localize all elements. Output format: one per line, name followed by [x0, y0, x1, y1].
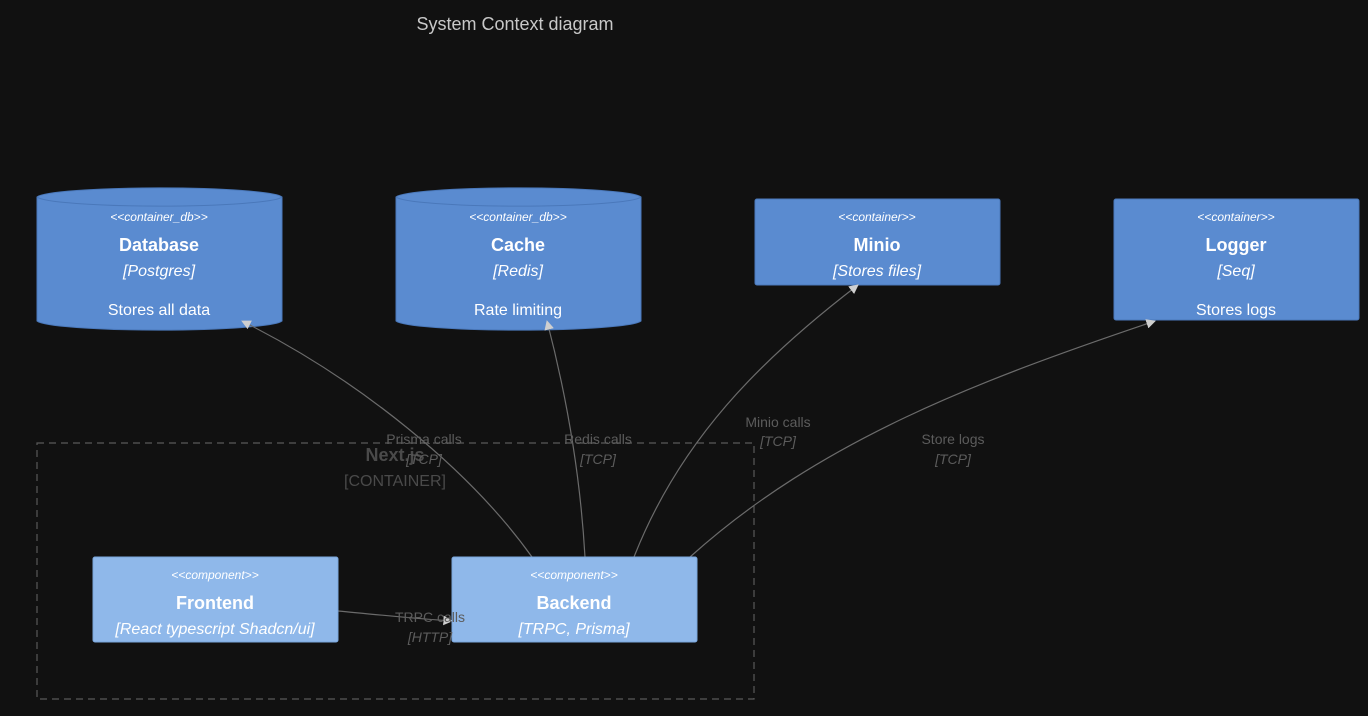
minio-node[interactable]: <<container>> Minio [Stores files] — [754, 198, 1001, 286]
cache-name: Cache — [491, 235, 545, 255]
database-name: Database — [119, 235, 199, 255]
edge-prisma-tech: [TCP] — [405, 451, 443, 467]
backend-name: Backend — [536, 593, 611, 613]
backend-tech: [TRPC, Prisma] — [517, 621, 630, 638]
edge-trpc-label: TRPC calls — [395, 609, 465, 625]
edge-minio-tech: [TCP] — [759, 433, 797, 449]
backend-node[interactable]: <<component>> Backend [TRPC, Prisma] — [451, 556, 698, 643]
edge-redis-tech: [TCP] — [579, 451, 617, 467]
database-tech: [Postgres] — [122, 263, 196, 280]
backend-stereotype: <<component>> — [530, 568, 617, 582]
logger-stereotype: <<container>> — [1197, 210, 1274, 224]
database-desc: Stores all data — [108, 302, 210, 319]
frontend-name: Frontend — [176, 593, 254, 613]
edge-redis — [544, 320, 586, 558]
edge-logs — [689, 319, 1156, 558]
frontend-node[interactable]: <<component>> Frontend [React typescript… — [92, 556, 339, 643]
edge-minio-label: Minio calls — [745, 414, 810, 430]
edge-minio — [633, 284, 859, 558]
logger-node[interactable]: <<container>> Logger [Seq] Stores logs — [1113, 198, 1360, 321]
diagram-title: System Context diagram — [416, 14, 613, 34]
cache-tech: [Redis] — [492, 263, 543, 280]
logger-tech: [Seq] — [1216, 263, 1255, 280]
minio-stereotype: <<container>> — [838, 210, 915, 224]
logger-name: Logger — [1206, 235, 1267, 255]
logger-desc: Stores logs — [1196, 302, 1276, 319]
boundary-name: Next.js — [365, 445, 424, 465]
edge-logs-tech: [TCP] — [934, 451, 972, 467]
edge-prisma-label: Prisma calls — [386, 431, 461, 447]
minio-name: Minio — [854, 235, 901, 255]
edge-redis-label: Redis calls — [564, 431, 632, 447]
edge-trpc-tech: [HTTP] — [407, 629, 453, 645]
cache-node[interactable]: <<container_db>> Cache [Redis] Rate limi… — [395, 187, 642, 331]
boundary-type: [CONTAINER] — [344, 473, 446, 490]
edge-prisma — [241, 320, 533, 558]
frontend-stereotype: <<component>> — [171, 568, 258, 582]
edge-trpc — [337, 610, 453, 626]
database-node[interactable]: <<container_db>> Database [Postgres] Sto… — [36, 187, 283, 331]
minio-tech: [Stores files] — [832, 263, 922, 280]
nextjs-boundary: Next.js [CONTAINER] — [36, 442, 755, 700]
frontend-tech: [React typescript Shadcn/ui] — [114, 621, 315, 638]
database-stereotype: <<container_db>> — [110, 210, 207, 224]
cache-stereotype: <<container_db>> — [469, 210, 566, 224]
edge-logs-label: Store logs — [921, 431, 984, 447]
cache-desc: Rate limiting — [474, 302, 562, 319]
